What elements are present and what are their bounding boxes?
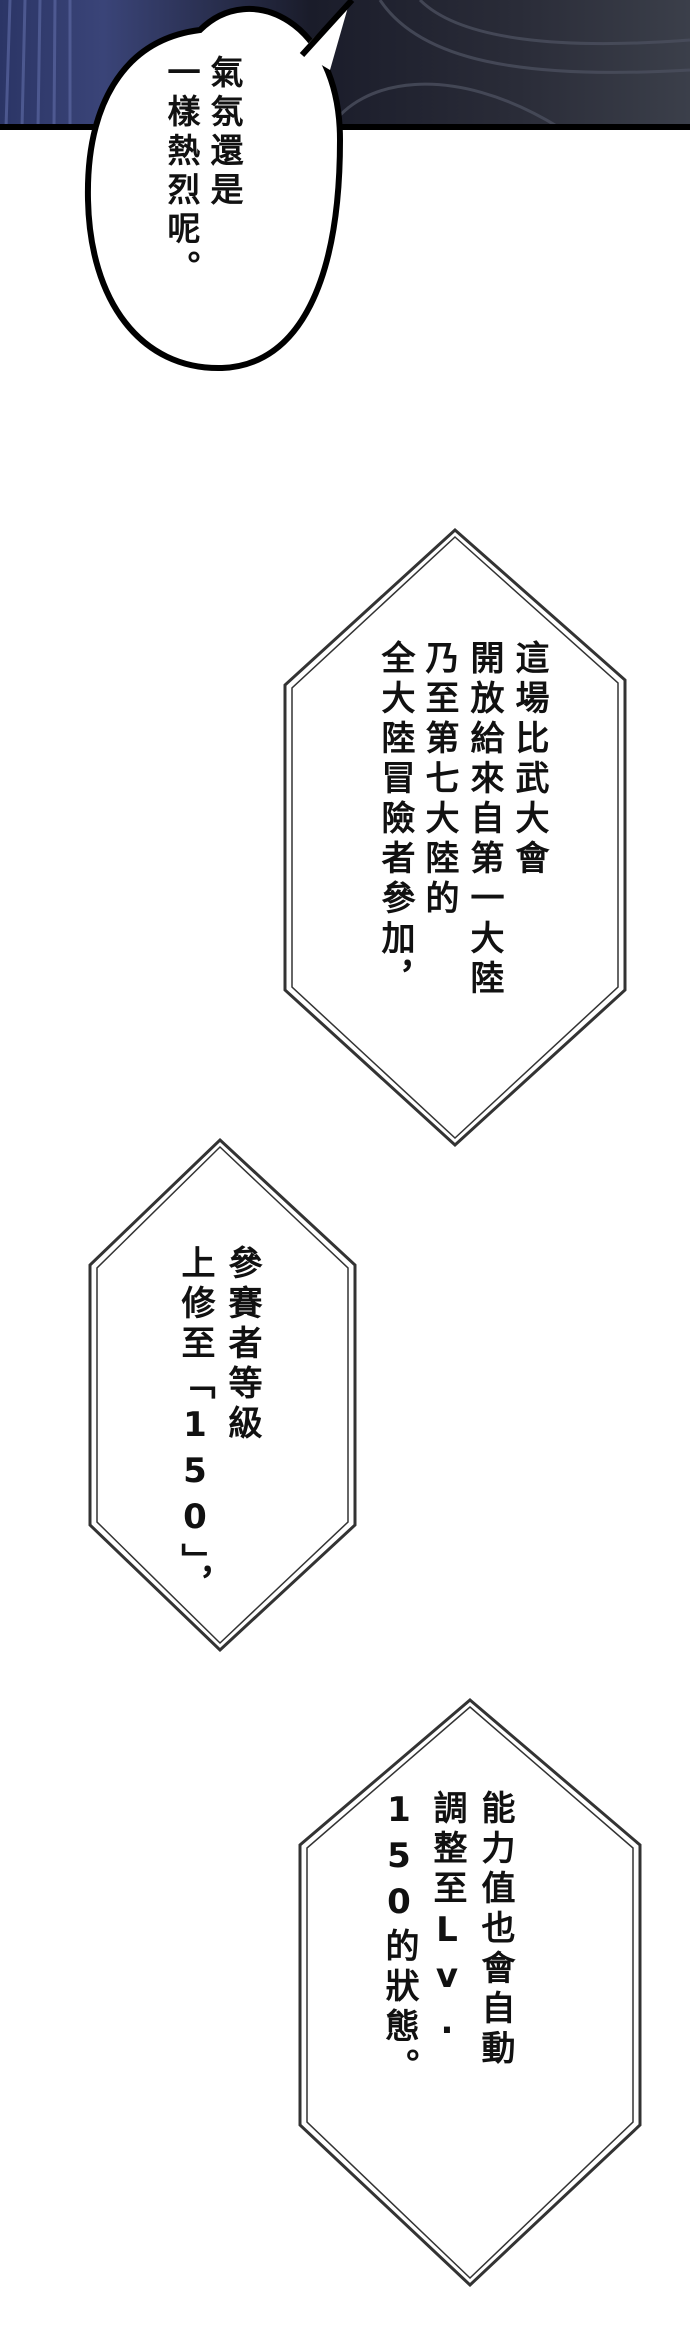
box-4-column-1: 能力值也會自動 [475, 1790, 515, 2070]
box-4-column-2: 調整至Lv. [427, 1790, 467, 2048]
balloon-1-column-1: 氣氛還是 [205, 55, 244, 211]
box-3-column-2: 上修至「150」， [175, 1245, 215, 1606]
box-3-column-1: 參賽者等級 [222, 1245, 262, 1445]
box-2-column-2: 開放給來自第一大陸 [464, 640, 504, 1000]
box-2-column-1: 這場比武大會 [509, 640, 549, 880]
box-2-column-4: 全大陸冒險者參加， [375, 640, 415, 1000]
box-2-column-3: 乃至第七大陸的 [419, 640, 459, 920]
balloon-1-column-2: 一樣熱烈呢。 [162, 55, 201, 289]
box-4-column-3: 150的狀態。 [379, 1790, 419, 2088]
